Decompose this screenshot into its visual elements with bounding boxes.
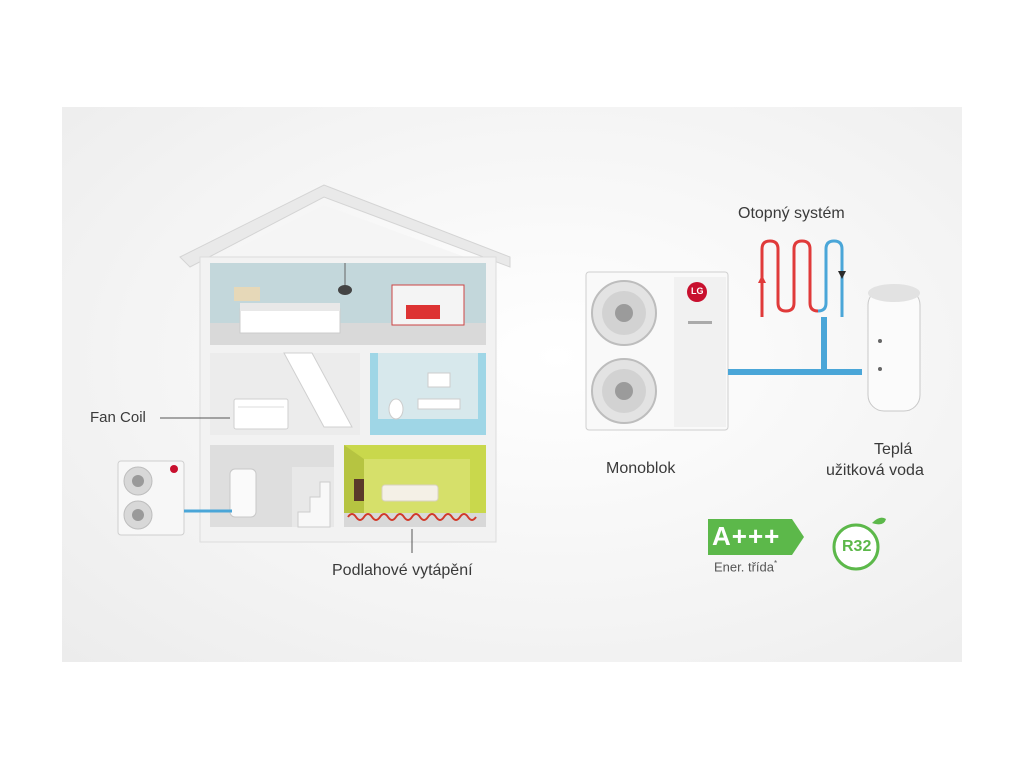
fan-coil-label: Fan Coil — [90, 409, 146, 426]
energy-class-text: A+++ — [712, 521, 780, 552]
lg-logo-text: LG — [691, 286, 704, 296]
energy-caption: Ener. třída* — [714, 559, 777, 574]
hot-water-label-line2: užitková voda — [826, 462, 924, 480]
hot-water-label-line1: Teplá — [874, 441, 912, 459]
heating-circuit — [758, 241, 846, 317]
r32-leaf-icon — [872, 518, 886, 525]
energy-caption-text: Ener. třída — [714, 559, 774, 574]
monoblock-label: Monoblok — [606, 460, 675, 478]
system-illustration — [62, 107, 962, 662]
heating-system-label: Otopný systém — [738, 205, 845, 223]
flow-arrow-down — [838, 271, 846, 279]
energy-caption-asterisk: * — [774, 559, 777, 568]
hot-water-tank — [868, 289, 920, 411]
diagram-panel: Fan Coil Podlahové vytápění Otopný systé… — [62, 107, 962, 662]
floor-heating-label: Podlahové vytápění — [332, 562, 473, 580]
flow-arrow-up — [758, 275, 766, 283]
r32-text: R32 — [842, 538, 871, 556]
